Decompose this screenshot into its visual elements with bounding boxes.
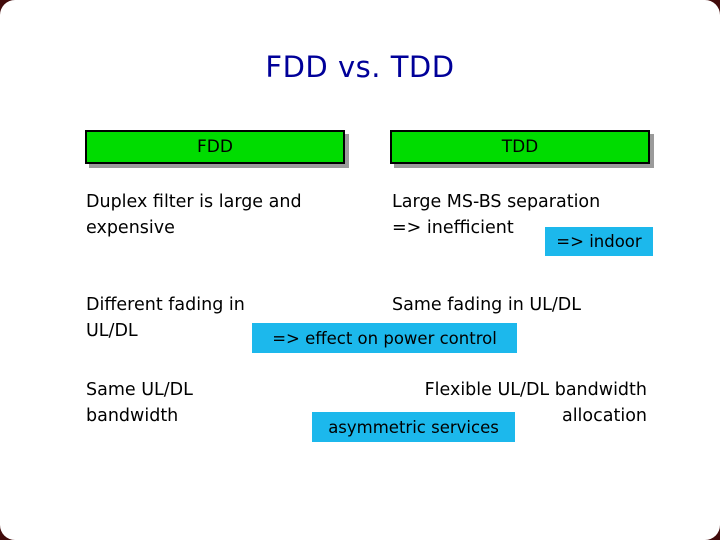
cell-line: Same UL/DL (86, 380, 193, 400)
cell-line: => inefficient (392, 218, 514, 238)
callout-asymmetric-services-label: asymmetric services (328, 417, 499, 437)
cell-fdd-same-bandwidth: Same UL/DL bandwidth (86, 377, 193, 429)
callout-asymmetric-services: asymmetric services (312, 412, 515, 442)
callout-indoor-label: => indoor (556, 232, 642, 251)
corner-decoration-top-left (0, 0, 15, 15)
cell-line: bandwidth (86, 406, 179, 426)
column-header-tdd-label: TDD (501, 137, 539, 157)
corner-decoration-bottom-right (705, 525, 720, 540)
cell-line: Large MS-BS separation (392, 192, 601, 212)
page-title: FDD vs. TDD (265, 50, 455, 84)
column-header-fdd-label: FDD (197, 137, 233, 157)
callout-power-control: => effect on power control (252, 323, 517, 353)
column-header-fdd: FDD (85, 130, 345, 164)
corner-decoration-bottom-left (0, 525, 15, 540)
cell-line: Different fading in (86, 295, 245, 315)
cell-line: UL/DL (86, 321, 138, 341)
cell-fdd-duplex-filter: Duplex filter is large and expensive (86, 189, 302, 241)
column-header-tdd: TDD (390, 130, 650, 164)
cell-tdd-ms-bs-separation: Large MS-BS separation => inefficient (392, 189, 600, 241)
cell-line: Duplex filter is large and (86, 192, 302, 212)
cell-tdd-flexible-bandwidth: Flexible UL/DL bandwidth allocation (392, 377, 647, 429)
callout-indoor: => indoor (545, 227, 653, 256)
cell-fdd-different-fading: Different fading in UL/DL (86, 292, 245, 344)
cell-line: Same fading in UL/DL (392, 295, 582, 315)
cell-line: Flexible UL/DL bandwidth (424, 380, 647, 400)
callout-power-control-label: => effect on power control (272, 328, 497, 348)
cell-line: expensive (86, 218, 175, 238)
corner-decoration-top-right (705, 0, 720, 15)
cell-line: allocation (561, 406, 647, 426)
cell-tdd-same-fading: Same fading in UL/DL (392, 292, 581, 318)
